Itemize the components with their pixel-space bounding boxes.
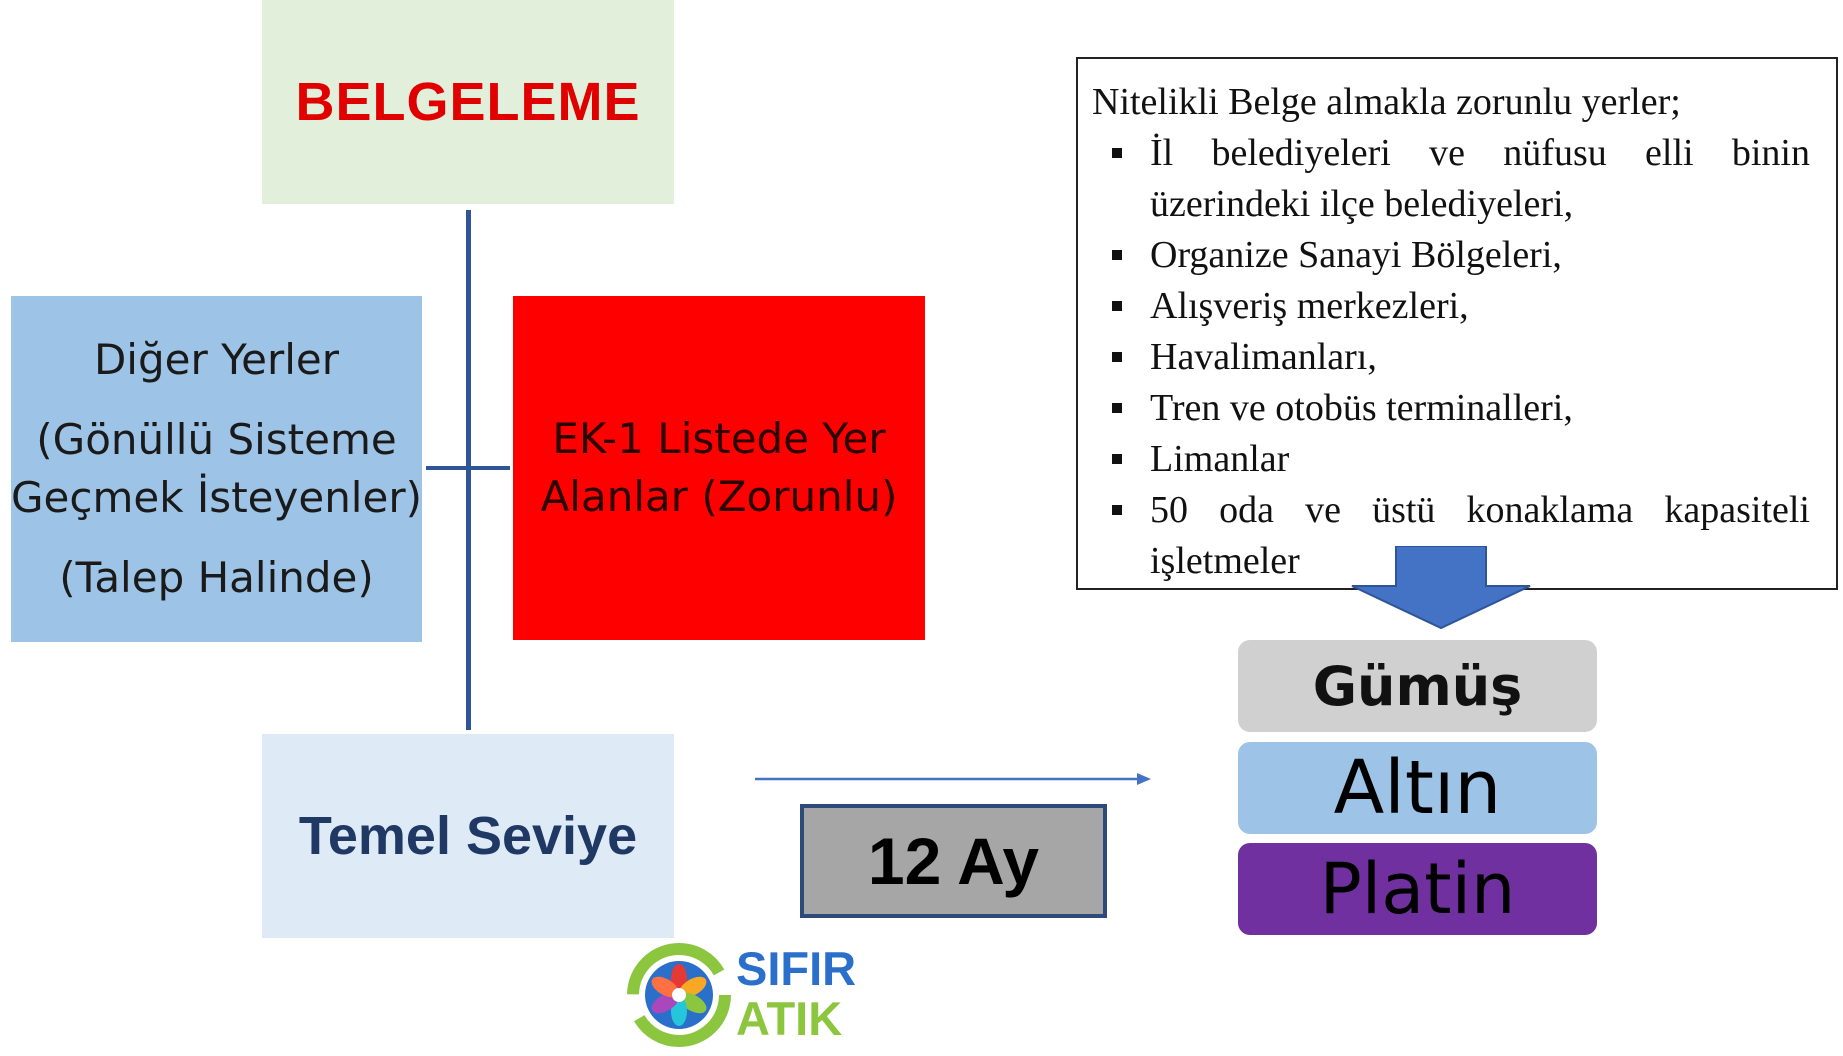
list-item: 50 oda ve üstü konaklama kapasiteli işle… bbox=[1092, 485, 1810, 587]
duration-box: 12 Ay bbox=[800, 804, 1107, 918]
list-item: Havalimanları, bbox=[1092, 332, 1810, 383]
recycle-flower-icon bbox=[627, 943, 731, 1047]
mandatory-places-label: EK-1 Listede Yer Alanlar (Zorunlu) bbox=[540, 414, 898, 521]
level-platinum-label: Platin bbox=[1319, 848, 1516, 930]
belgeleme-title: BELGELEME bbox=[295, 72, 641, 132]
list-item: Limanlar bbox=[1092, 434, 1810, 485]
mandatory-list-box: Nitelikli Belge almakla zorunlu yerler; … bbox=[1076, 57, 1838, 590]
base-level-label: Temel Seviye bbox=[298, 806, 638, 866]
down-arrow-icon bbox=[1351, 546, 1531, 630]
vertical-connector bbox=[466, 210, 471, 730]
list-item: Tren ve otobüs terminalleri, bbox=[1092, 383, 1810, 434]
voluntary-places-desc: (Gönüllü Sisteme Geçmek İsteyenler) bbox=[11, 415, 422, 522]
list-item: Organize Sanayi Bölgeleri, bbox=[1092, 230, 1810, 281]
belgeleme-title-box: BELGELEME bbox=[262, 0, 674, 204]
mandatory-places-box: EK-1 Listede Yer Alanlar (Zorunlu) bbox=[513, 296, 925, 640]
list-item: İl belediyeleri ve nüfusu elli binin üze… bbox=[1092, 128, 1810, 230]
horizontal-connector bbox=[426, 466, 510, 470]
voluntary-places-title: Diğer Yerler bbox=[93, 335, 340, 384]
level-silver-label: Gümüş bbox=[1312, 654, 1523, 718]
duration-label: 12 Ay bbox=[867, 824, 1040, 898]
progress-arrow-icon bbox=[755, 773, 1151, 785]
mandatory-list: İl belediyeleri ve nüfusu elli binin üze… bbox=[1092, 128, 1810, 587]
sifir-atik-logo: SIFIR ATIK bbox=[624, 940, 864, 1052]
level-gold: Altın bbox=[1238, 742, 1597, 834]
voluntary-places-note: (Talep Halinde) bbox=[59, 553, 374, 602]
mandatory-list-heading: Nitelikli Belge almakla zorunlu yerler; bbox=[1092, 81, 1681, 123]
base-level-box: Temel Seviye bbox=[262, 734, 674, 938]
logo-wordmark: SIFIR ATIK bbox=[736, 944, 856, 1044]
level-platinum: Platin bbox=[1238, 843, 1597, 935]
level-gold-label: Altın bbox=[1333, 745, 1502, 831]
logo-line-1: SIFIR bbox=[736, 942, 857, 995]
level-silver: Gümüş bbox=[1238, 640, 1597, 732]
list-item: Alışveriş merkezleri, bbox=[1092, 281, 1810, 332]
voluntary-places-box: Diğer Yerler (Gönüllü Sisteme Geçmek İst… bbox=[11, 296, 422, 642]
logo-line-2: ATIK bbox=[736, 992, 843, 1045]
